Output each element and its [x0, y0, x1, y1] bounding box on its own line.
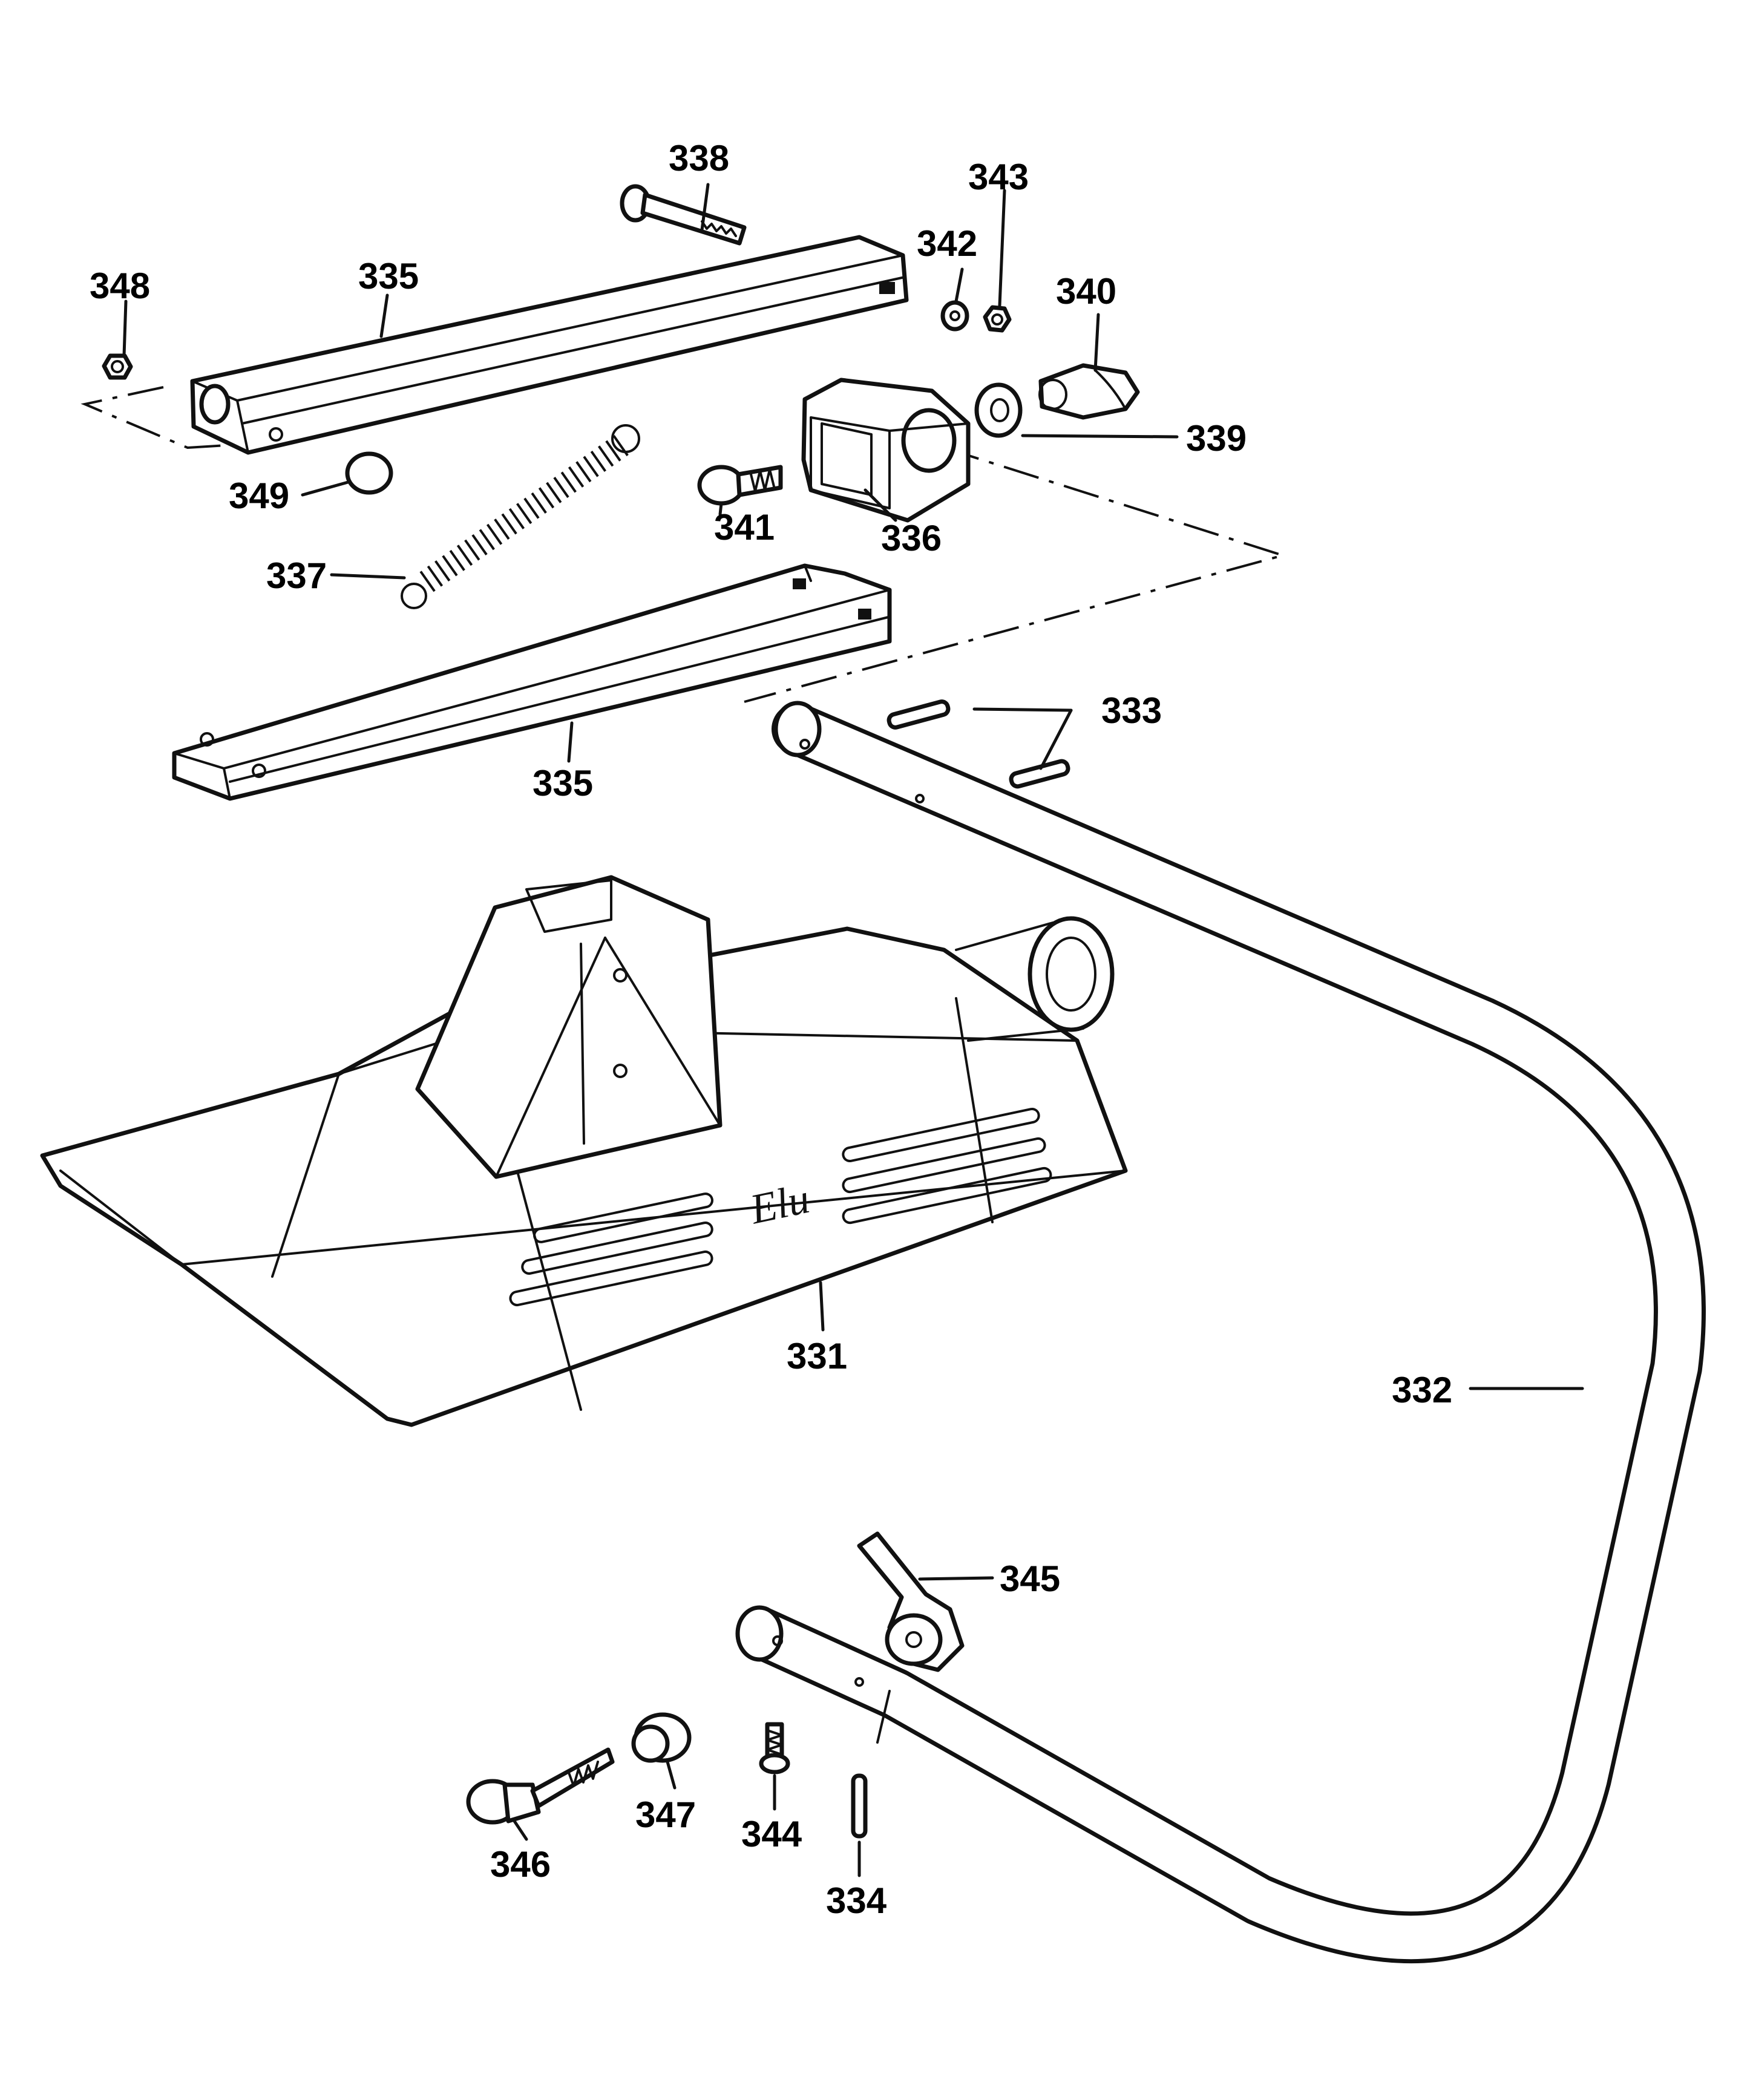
part-343-nut — [983, 305, 1012, 333]
callout-349: 349 — [229, 476, 289, 516]
callout-343: 343 — [968, 157, 1029, 197]
part-338-bolt — [620, 184, 747, 246]
part-332-handle-tube — [735, 701, 1706, 1964]
part-333-pins — [886, 699, 1070, 789]
part-345-clamp-lever — [857, 1531, 965, 1672]
callout-337: 337 — [266, 555, 327, 596]
part-341-bolt — [697, 465, 783, 506]
callout-341: 341 — [714, 507, 775, 548]
part-339-washer — [974, 382, 1023, 438]
part-344-screw — [759, 1722, 790, 1775]
part-331-base: Elu — [40, 875, 1128, 1427]
part-348-screw — [102, 353, 133, 380]
part-334-pin — [851, 1773, 868, 1839]
callout-346: 346 — [490, 1844, 551, 1885]
callout-348: 348 — [90, 266, 150, 306]
callout-336: 336 — [881, 518, 942, 558]
callout-333: 333 — [1101, 690, 1162, 731]
leader-lines — [122, 183, 1584, 1877]
callout-labels: 338 343 342 340 348 335 339 349 341 336 … — [90, 138, 1452, 1921]
callout-331: 331 — [787, 1336, 847, 1376]
callout-338: 338 — [669, 138, 729, 178]
callout-345: 345 — [1000, 1559, 1060, 1599]
part-340-knob — [1038, 363, 1140, 420]
callout-335-upper: 335 — [358, 256, 419, 296]
part-336-clamp-block — [801, 378, 971, 523]
callout-339: 339 — [1186, 418, 1247, 459]
part-335-lower-rail — [172, 563, 892, 801]
part-337-spring — [401, 424, 640, 609]
callout-334: 334 — [826, 1880, 887, 1921]
part-335-upper-rail — [190, 235, 909, 455]
callout-342: 342 — [917, 223, 977, 264]
part-349-cap — [345, 451, 393, 495]
callout-340: 340 — [1056, 271, 1116, 312]
callout-335-lower: 335 — [533, 763, 593, 803]
part-342-washer — [940, 300, 969, 332]
callout-332: 332 — [1392, 1370, 1452, 1410]
part-347-spacer — [631, 1712, 692, 1763]
callout-344: 344 — [741, 1814, 802, 1854]
callout-347: 347 — [635, 1794, 696, 1835]
alignment-lines — [80, 386, 1288, 703]
part-346-bolt — [466, 1747, 615, 1825]
